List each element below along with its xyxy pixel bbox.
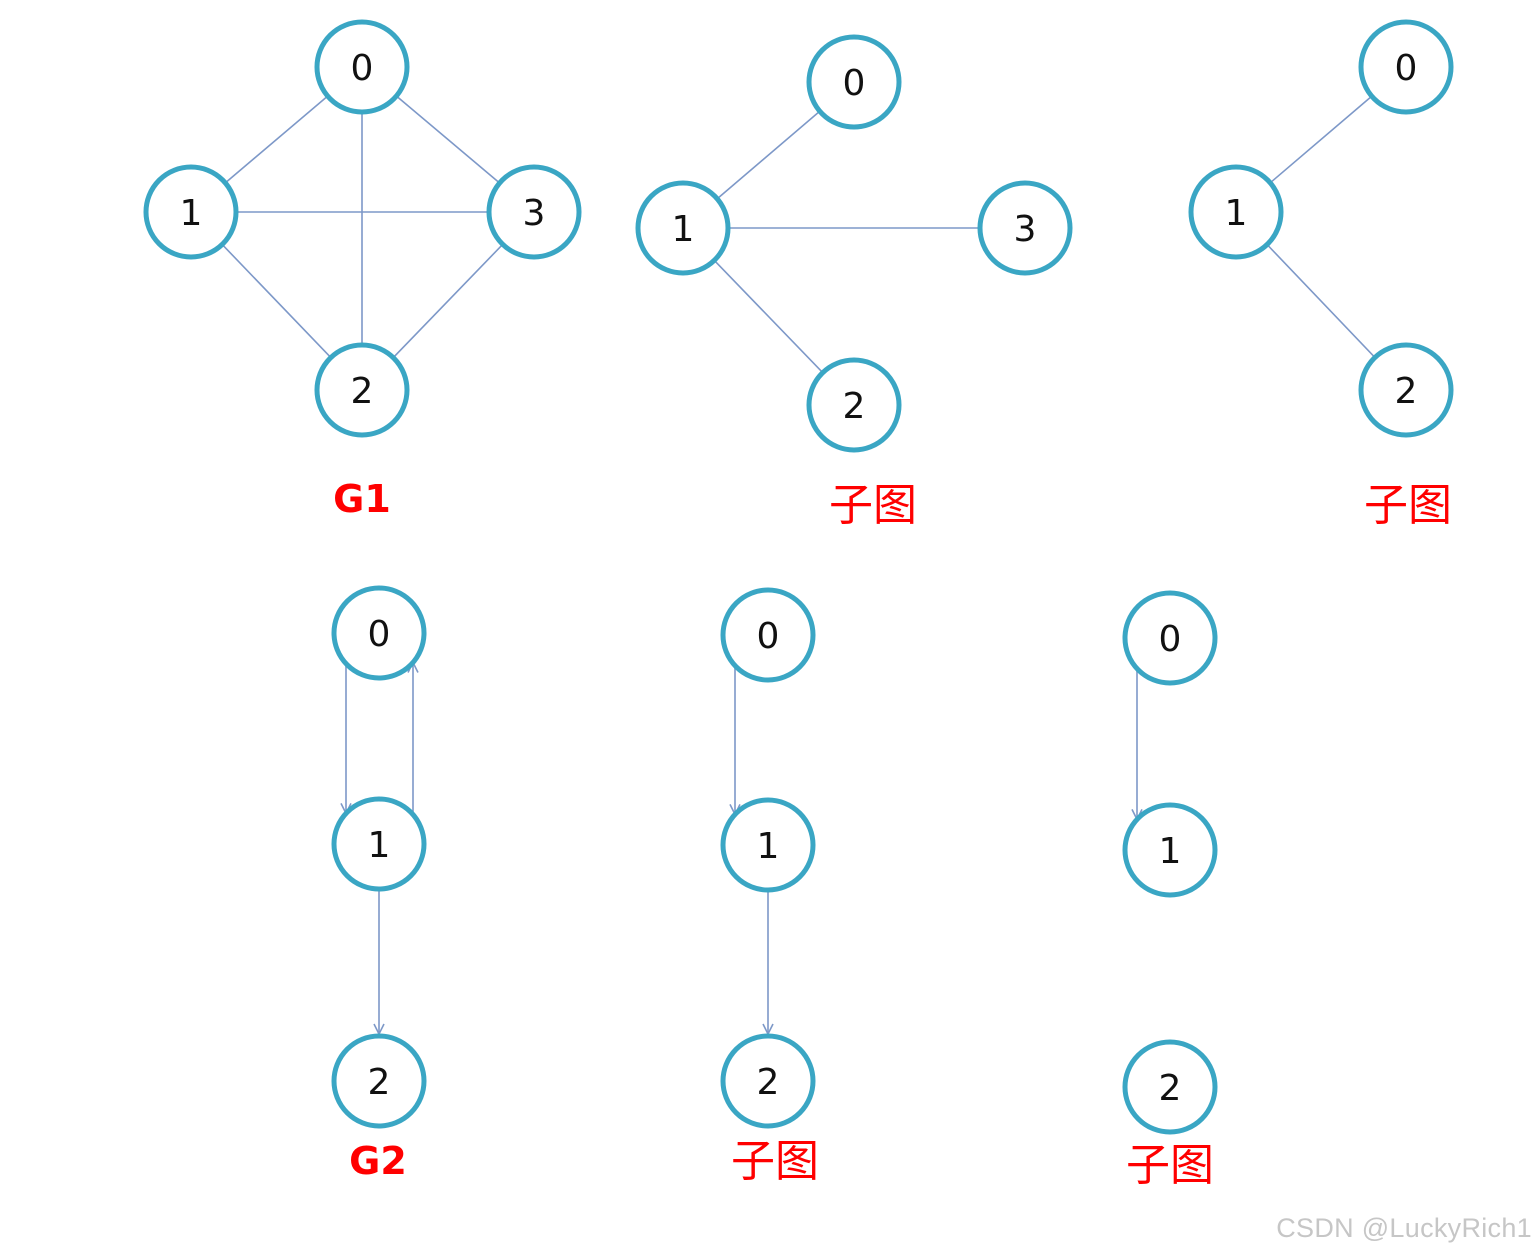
g1-sub-b-node-1-label: 1 [1225, 193, 1248, 234]
g1-node-3-circle [486, 164, 582, 260]
g2-sub-a-node-1: 1 [720, 797, 816, 893]
g1-sub-b-node-2: 2 [1358, 342, 1454, 438]
g2-graph: 0 1 2G2 [331, 585, 427, 1183]
g2-sub-a-node-0-label: 0 [757, 616, 780, 657]
g2-node-1-label: 1 [368, 825, 391, 866]
g2-node-2-label: 2 [368, 1062, 391, 1103]
g2-sub-a-node-0: 0 [720, 587, 816, 683]
g1-node-1-label: 1 [180, 193, 203, 234]
g1-node-3-label: 3 [523, 193, 546, 234]
g1-node-1-circle [143, 164, 239, 260]
g1-sub-a-node-3-label: 3 [1014, 209, 1037, 250]
g2-node-0-label: 0 [368, 614, 391, 655]
g1-graph: 0 1 2 3G1 [143, 19, 582, 521]
g1-sub-a-node-0: 0 [806, 34, 902, 130]
g2-sub-b-caption: 子图 [1126, 1140, 1214, 1191]
g2-sub-b-node-0: 0 [1122, 590, 1218, 686]
g1-sub-a-node-0-label: 0 [843, 63, 866, 104]
g2-sub-b-node-0-label: 0 [1159, 619, 1182, 660]
g1-sub-b-node-1: 1 [1188, 164, 1284, 260]
g1-sub-b-caption: 子图 [1364, 480, 1452, 531]
g2-sub-a-node-2-circle [720, 1033, 816, 1129]
watermark: CSDN @LuckyRich1 [1276, 1213, 1532, 1243]
g2-sub-b-node-1-label: 1 [1159, 831, 1182, 872]
g1-sub-b-node-1-circle [1188, 164, 1284, 260]
g1-sub-a-node-1: 1 [635, 180, 731, 276]
g1-sub-a-node-0-circle [806, 34, 902, 130]
g1-sub-a-node-1-label: 1 [672, 209, 695, 250]
g2-sub-b-node-2-label: 2 [1159, 1068, 1182, 1109]
g1-sub-a-node-3: 3 [977, 180, 1073, 276]
g2-sub-b-node-0-circle [1122, 590, 1218, 686]
g1-sub-b-node-2-label: 2 [1395, 371, 1418, 412]
g1-node-2-circle [314, 342, 410, 438]
g2-sub-a-graph: 0 1 2 子图 [720, 587, 819, 1187]
g1-node-0: 0 [314, 19, 410, 115]
g2-node-2-circle [331, 1033, 427, 1129]
g1-sub-a-node-2-circle [806, 357, 902, 453]
g1-sub-b-graph: 0 1 2 子图 [1188, 19, 1454, 531]
g1-sub-a-node-1-circle [635, 180, 731, 276]
g1-sub-b-node-0-label: 0 [1395, 48, 1418, 89]
g1-sub-a-node-3-circle [977, 180, 1073, 276]
g2-sub-a-node-2-label: 2 [757, 1062, 780, 1103]
g2-node-1-circle [331, 796, 427, 892]
g2-node-0: 0 [331, 585, 427, 681]
g1-node-0-label: 0 [351, 48, 374, 89]
g1-sub-a-node-2-label: 2 [843, 386, 866, 427]
g1-sub-a-graph: 0 1 2 3 子图 [635, 34, 1073, 531]
g1-node-1: 1 [143, 164, 239, 260]
g2-sub-b-node-2: 2 [1122, 1039, 1218, 1135]
g2-sub-b-node-2-circle [1122, 1039, 1218, 1135]
g1-node-3: 3 [486, 164, 582, 260]
g1-caption: G1 [333, 477, 391, 521]
g2-sub-b-node-1-circle [1122, 802, 1218, 898]
g1-node-0-circle [314, 19, 410, 115]
g2-caption: G2 [349, 1139, 407, 1183]
g1-sub-b-node-0-circle [1358, 19, 1454, 115]
g1-node-2-label: 2 [351, 371, 374, 412]
g2-sub-a-node-2: 2 [720, 1033, 816, 1129]
g1-sub-a-node-2: 2 [806, 357, 902, 453]
g2-sub-a-node-1-circle [720, 797, 816, 893]
g2-node-1: 1 [331, 796, 427, 892]
g2-sub-b-node-1: 1 [1122, 802, 1218, 898]
g2-node-2: 2 [331, 1033, 427, 1129]
g2-node-0-circle [331, 585, 427, 681]
g2-sub-a-node-0-circle [720, 587, 816, 683]
g2-sub-b-graph: 0 1 2 子图 [1122, 590, 1218, 1191]
g1-node-2: 2 [314, 342, 410, 438]
g1-sub-b-node-2-circle [1358, 342, 1454, 438]
g1-sub-b-node-0: 0 [1358, 19, 1454, 115]
g1-sub-a-caption: 子图 [829, 480, 917, 531]
g2-sub-a-node-1-label: 1 [757, 826, 780, 867]
g2-sub-a-caption: 子图 [731, 1136, 819, 1187]
